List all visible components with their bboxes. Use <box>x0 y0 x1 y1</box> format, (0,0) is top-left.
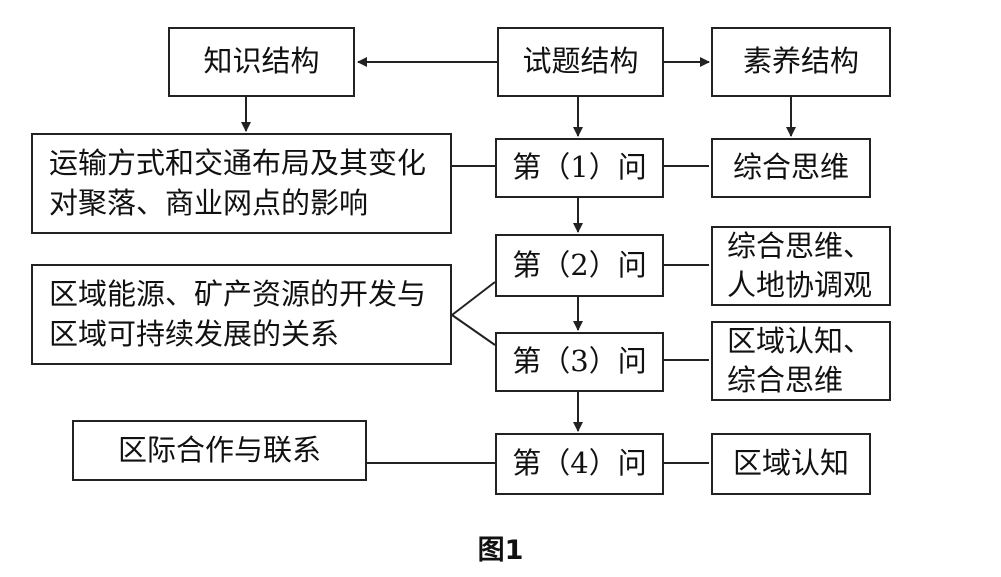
question-box-4: 第（4）问 <box>495 433 664 495</box>
question-box-1: 第（1）问 <box>495 138 664 198</box>
literacy-box-4: 区域认知 <box>711 433 871 495</box>
knowledge-structure-box: 知识结构 <box>168 27 355 97</box>
literacy-label-3: 区域认知、 综合思维 <box>727 323 873 397</box>
line-k2-q2 <box>451 281 496 316</box>
question-label-4: 第（4）问 <box>512 446 647 481</box>
question-structure-label: 试题结构 <box>522 44 639 79</box>
knowledge-label-3: 区际合作与联系 <box>117 432 321 467</box>
question-box-3: 第（3）问 <box>495 332 664 392</box>
knowledge-box-2: 区域能源、矿产资源的开发与 区域可持续发展的关系 <box>31 264 452 365</box>
knowledge-structure-label: 知识结构 <box>203 44 320 79</box>
line-k2-q3 <box>451 314 496 346</box>
question-structure-box: 试题结构 <box>497 27 664 97</box>
literacy-box-1: 综合思维 <box>711 138 871 198</box>
knowledge-label-2: 区域能源、矿产资源的开发与 区域可持续发展的关系 <box>49 277 427 351</box>
knowledge-box-1: 运输方式和交通布局及其变化 对聚落、商业网点的影响 <box>31 133 452 234</box>
literacy-box-3: 区域认知、 综合思维 <box>711 321 891 401</box>
question-label-2: 第（2）问 <box>512 247 647 282</box>
question-label-1: 第（1）问 <box>512 150 647 185</box>
literacy-structure-label: 素养结构 <box>742 44 859 79</box>
literacy-box-2: 综合思维、 人地协调观 <box>711 226 891 306</box>
knowledge-label-1: 运输方式和交通布局及其变化 对聚落、商业网点的影响 <box>49 146 427 220</box>
literacy-label-2: 综合思维、 人地协调观 <box>727 228 873 302</box>
figure-caption: 图1 <box>477 535 524 566</box>
knowledge-box-3: 区际合作与联系 <box>72 420 367 481</box>
literacy-label-1: 综合思维 <box>732 150 849 185</box>
literacy-structure-box: 素养结构 <box>711 27 891 97</box>
literacy-label-4: 区域认知 <box>732 446 849 481</box>
question-label-3: 第（3）问 <box>512 344 647 379</box>
question-box-2: 第（2）问 <box>495 234 664 297</box>
